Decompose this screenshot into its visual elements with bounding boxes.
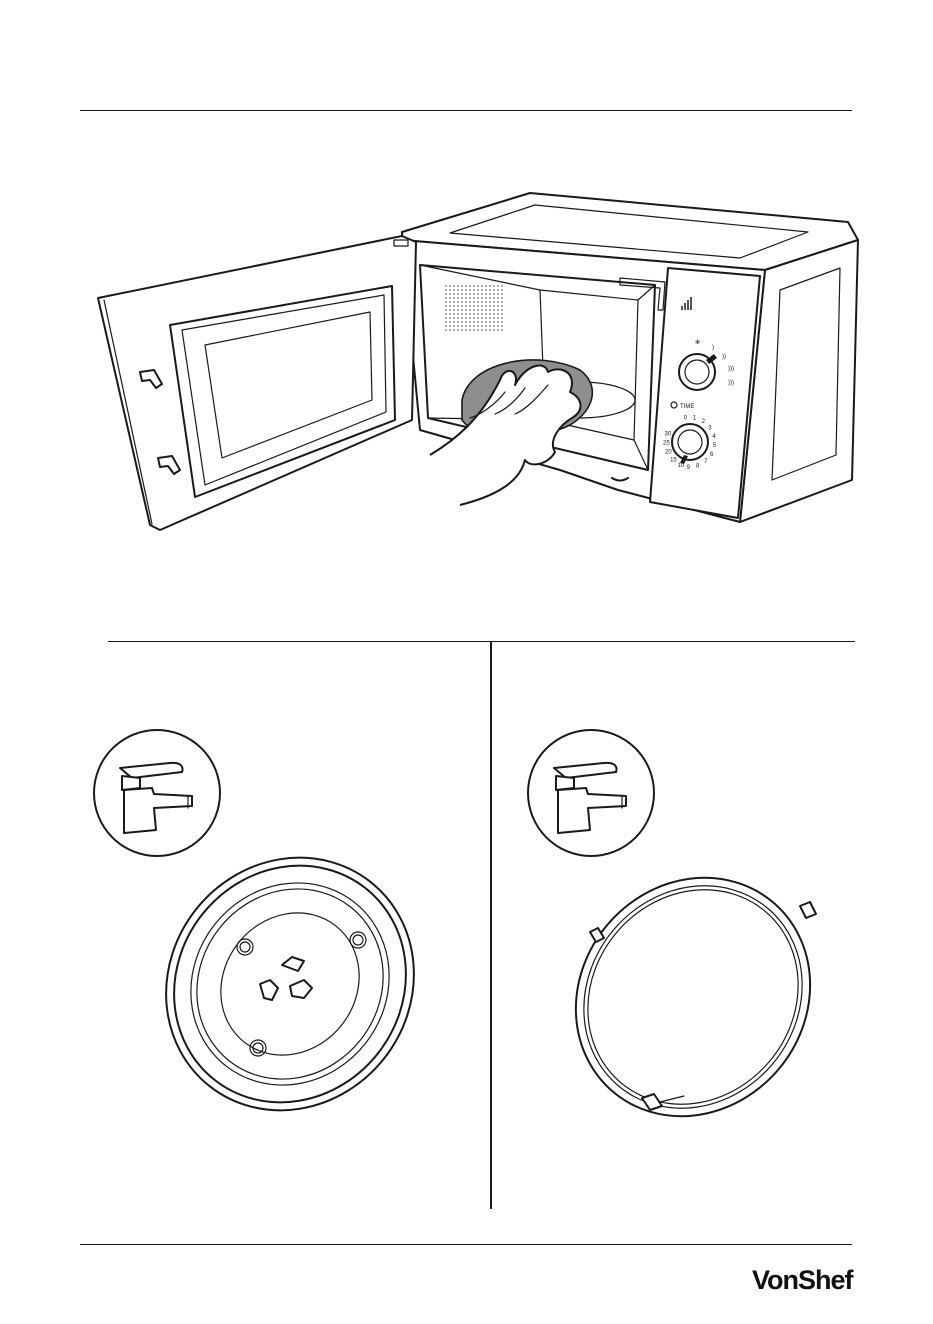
- timer-tick-label: 25: [663, 441, 670, 447]
- svg-text:))): ))): [728, 380, 734, 386]
- timer-tick-label: 10: [678, 463, 685, 469]
- tap-icon: [92, 728, 222, 858]
- column-divider: [490, 641, 492, 1209]
- tap-icon-right: [526, 728, 656, 858]
- roller-ring: [560, 870, 830, 1120]
- timer-tick-label: 15: [670, 458, 677, 464]
- bottom-rule: [80, 1244, 852, 1245]
- timer-tick-label: 30: [665, 431, 672, 437]
- timer-label: TIME: [680, 404, 694, 410]
- vent-grille: [445, 285, 505, 333]
- section-rule: [108, 641, 855, 642]
- svg-text:)): )): [722, 354, 726, 360]
- timer-tick-label: 20: [665, 450, 672, 456]
- svg-text:✻: ✻: [695, 339, 700, 346]
- svg-text:))): ))): [728, 366, 734, 372]
- brand-logo: VonShef: [752, 1262, 857, 1298]
- turntable-glass-plate: [150, 860, 430, 1115]
- svg-text:): ): [712, 345, 714, 351]
